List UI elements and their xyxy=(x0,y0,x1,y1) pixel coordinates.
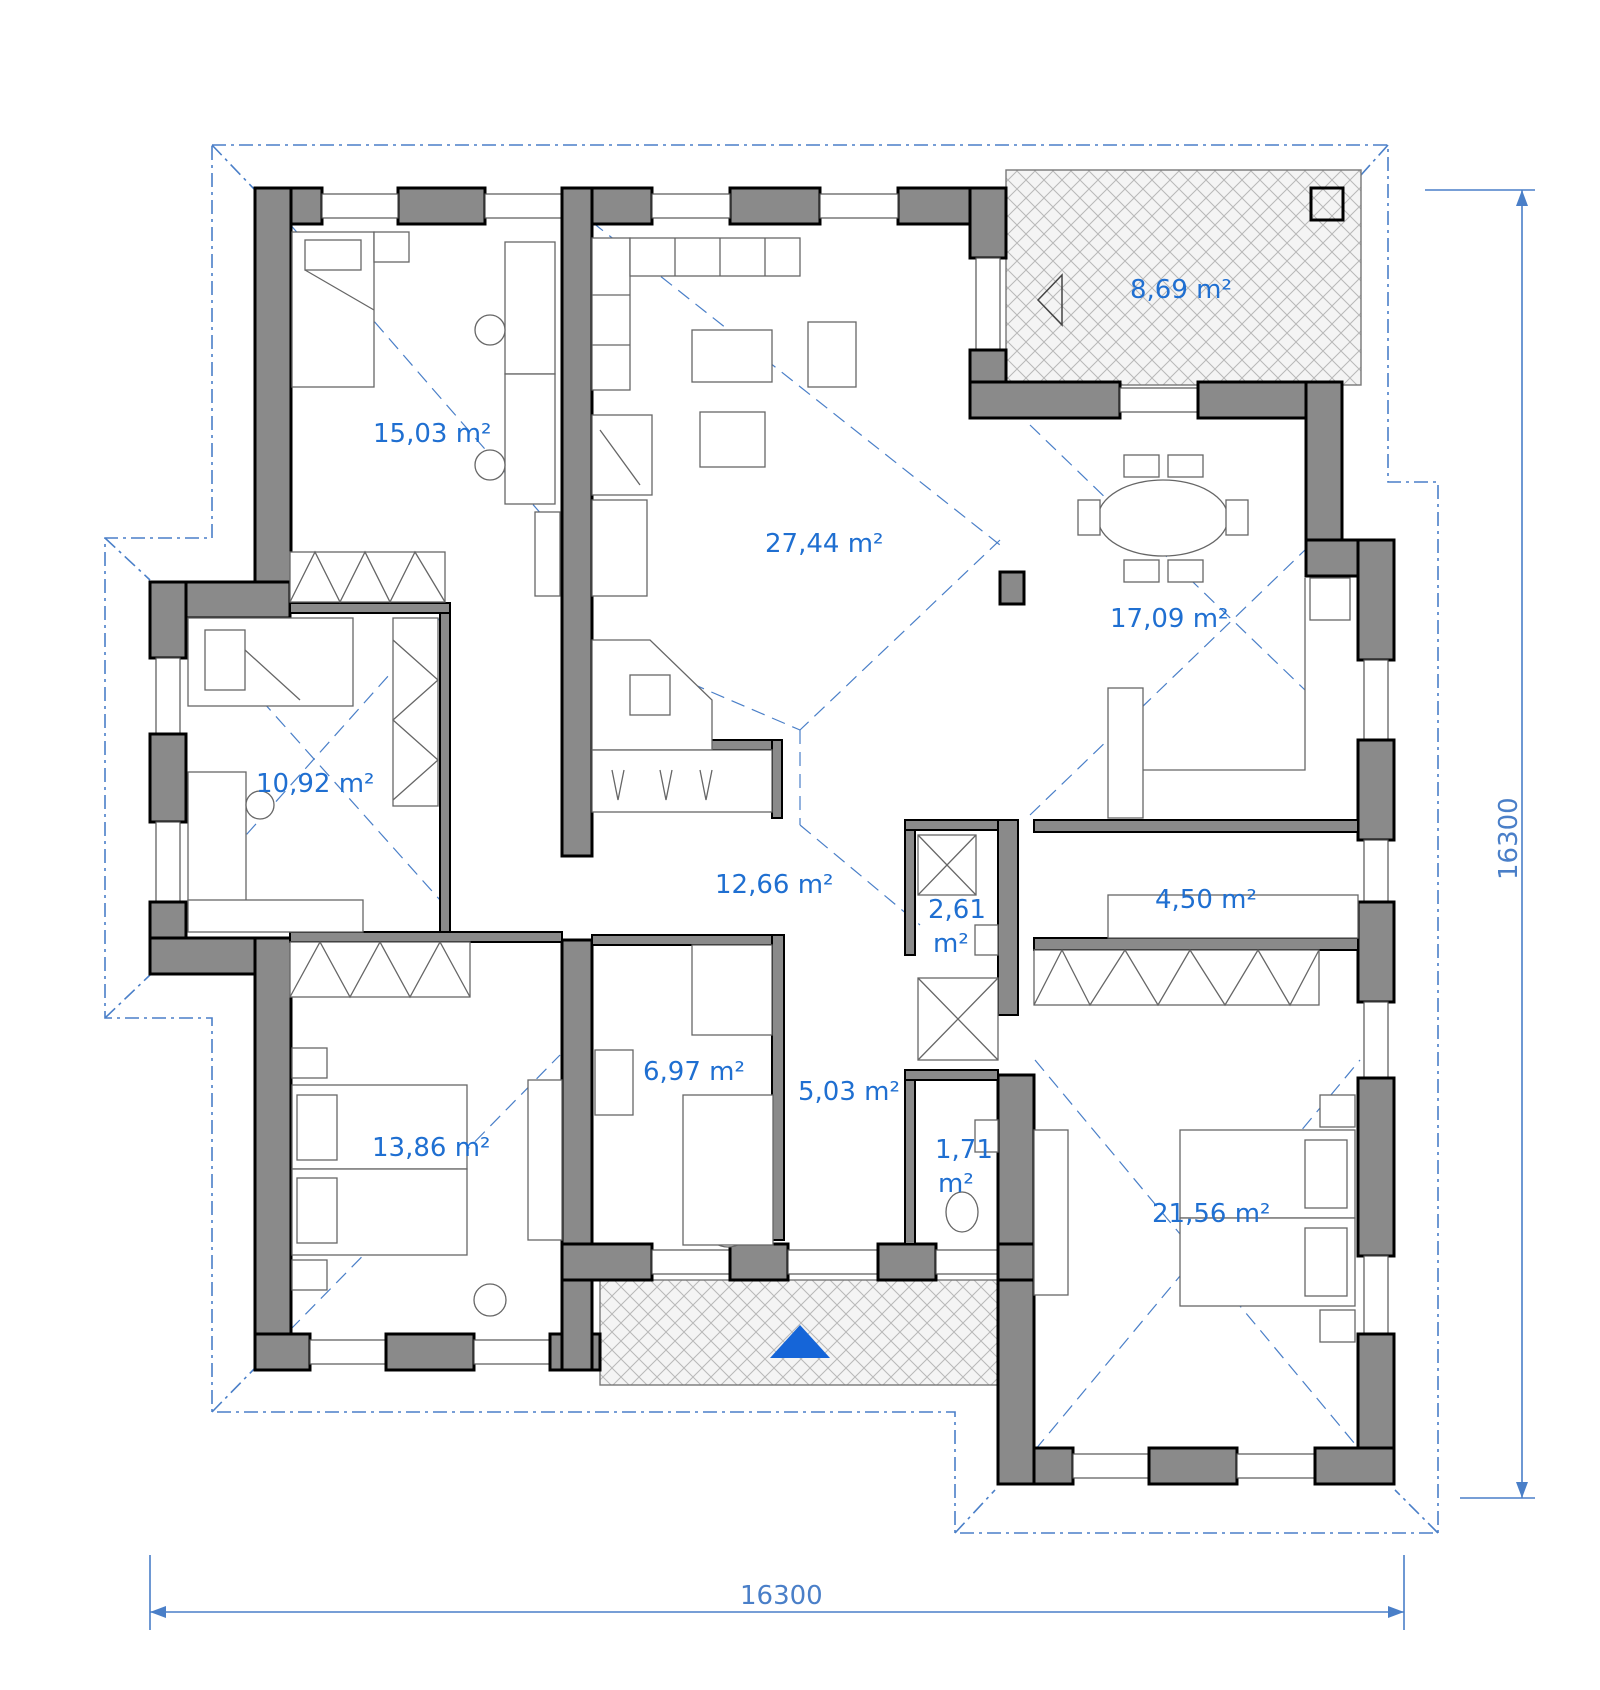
dimension-height-label: 16300 xyxy=(1494,797,1524,880)
area-label-study: 10,92 m² xyxy=(256,769,374,799)
area-label-shower-value: 2,61 xyxy=(928,895,986,925)
area-label-wc-unit: m² xyxy=(938,1169,974,1199)
dimension-width-label: 16300 xyxy=(740,1581,823,1611)
area-label-entrance: 5,03 m² xyxy=(798,1077,900,1107)
terrace-step-marker xyxy=(1036,273,1063,327)
area-label-bathroom: 6,97 m² xyxy=(643,1057,745,1087)
furniture xyxy=(187,231,1359,1343)
area-label-terrace-ne: 8,69 m² xyxy=(1130,275,1232,305)
area-label-master-bedroom: 21,56 m² xyxy=(1152,1199,1270,1229)
dimension-height: 16300 xyxy=(1425,189,1535,1499)
terrace-ne-area xyxy=(1005,169,1362,386)
area-label-bedroom-nw: 15,03 m² xyxy=(373,419,491,449)
area-label-hall: 12,66 m² xyxy=(715,870,833,900)
area-label-living-room: 27,44 m² xyxy=(765,529,883,559)
area-label-wardrobe: 4,50 m² xyxy=(1155,885,1257,915)
dimension-width: 16300 xyxy=(149,1555,1405,1630)
area-label-wc-value: 1,71 xyxy=(935,1135,993,1165)
area-label-bedroom-sw: 13,86 m² xyxy=(372,1133,490,1163)
area-label-dining-kitchen: 17,09 m² xyxy=(1110,604,1228,634)
walls xyxy=(148,186,1396,1486)
area-label-shower-unit: m² xyxy=(933,929,969,959)
roof-outline xyxy=(104,144,1439,1534)
entrance-marker xyxy=(770,1325,830,1358)
terrace-post xyxy=(1309,186,1345,222)
room-labels: 15,03 m² 27,44 m² 8,69 m² 17,09 m² 10,92… xyxy=(256,275,1270,1229)
